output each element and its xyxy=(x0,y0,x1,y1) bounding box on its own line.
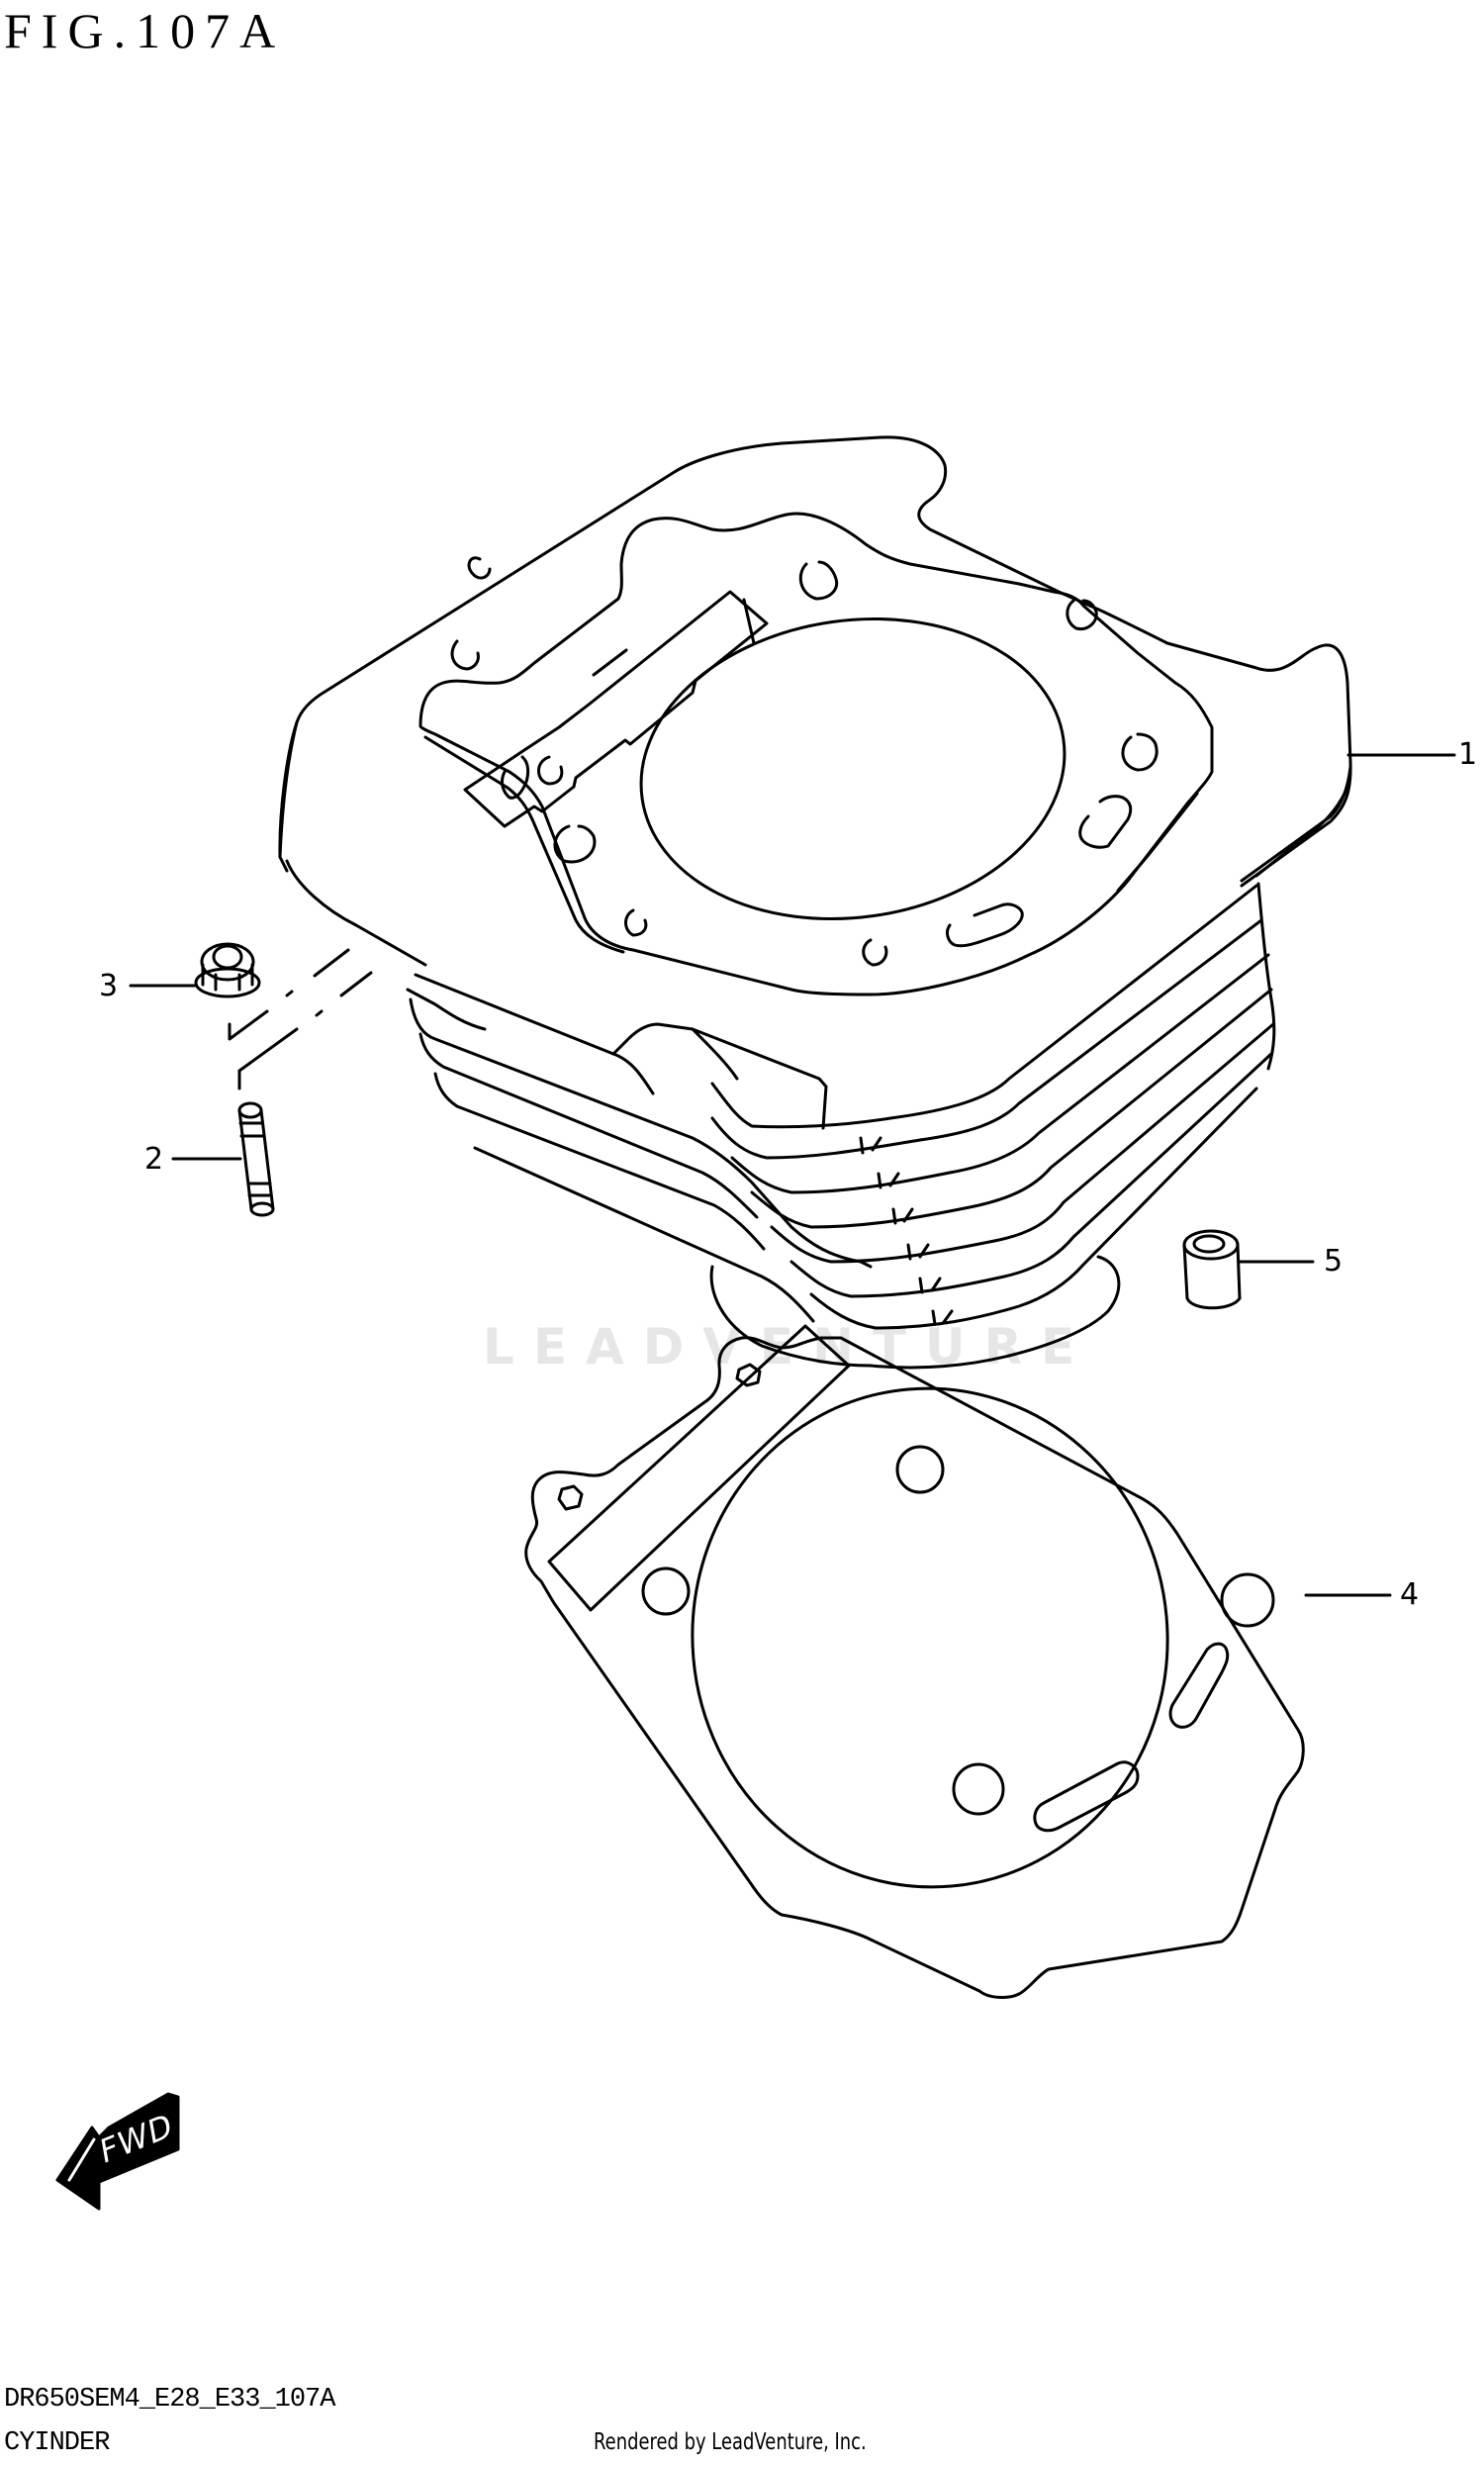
base-gasket-part[interactable] xyxy=(524,1324,1392,1999)
section-name: CYINDER xyxy=(4,2428,110,2458)
assembly-center-lines xyxy=(228,948,373,1090)
nut-part[interactable] xyxy=(129,942,261,998)
figure-title: FIG.107A xyxy=(4,3,286,58)
dowel-pin-part[interactable] xyxy=(1182,1229,1315,1310)
fwd-arrow-icon xyxy=(55,2092,180,2211)
callout-4[interactable]: 4 xyxy=(1400,1577,1420,1612)
stud-part[interactable] xyxy=(171,1101,275,1217)
cylinder-part[interactable] xyxy=(278,435,1456,1370)
diagram-code: DR650SEM4_E28_E33_107A xyxy=(4,2385,335,2415)
callout-5[interactable]: 5 xyxy=(1324,1244,1344,1279)
callout-1[interactable]: 1 xyxy=(1458,737,1478,772)
callout-3[interactable]: 3 xyxy=(99,969,119,1003)
cooling-fins xyxy=(406,882,1276,1370)
callout-2[interactable]: 2 xyxy=(144,1142,164,1177)
render-credit: Rendered by LeadVenture, Inc. xyxy=(594,2429,867,2455)
